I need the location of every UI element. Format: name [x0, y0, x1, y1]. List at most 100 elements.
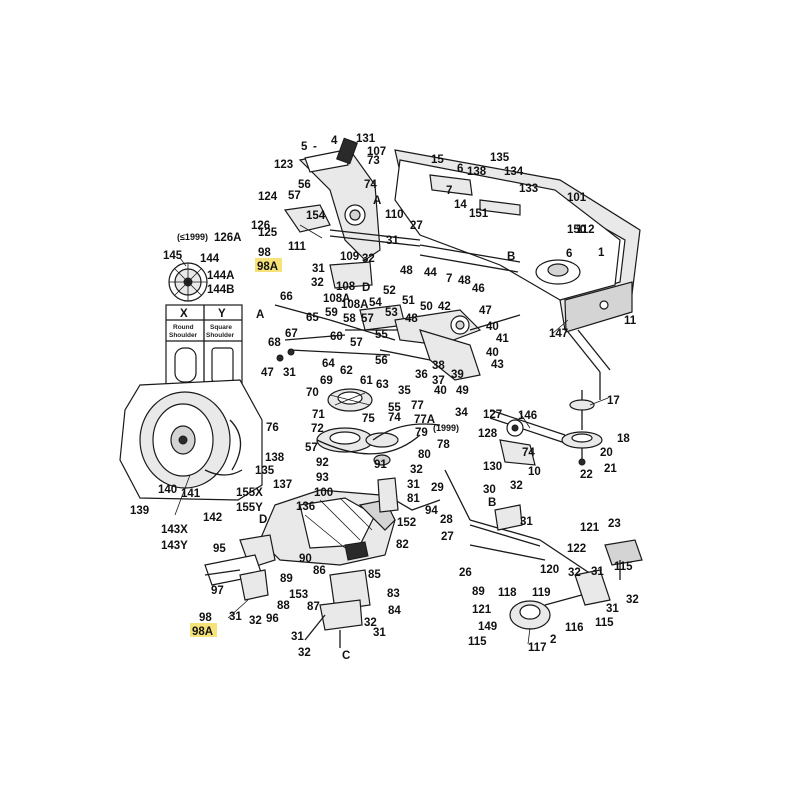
callout: 84: [388, 605, 401, 617]
callout: 37: [432, 375, 445, 387]
callout: 108A: [341, 299, 369, 311]
callout: 51: [402, 295, 415, 307]
callout: 134: [504, 166, 524, 178]
callout: 74: [364, 179, 377, 191]
callout: 76: [266, 422, 279, 434]
callout: 40: [486, 347, 499, 359]
callout: 115: [614, 561, 633, 573]
callout: 31: [520, 516, 533, 528]
callout: 46: [472, 283, 485, 295]
drive-pulleys: [316, 388, 441, 466]
brake-rod-assembly: [489, 390, 603, 466]
callout: 98: [258, 247, 271, 259]
callout: 5: [301, 141, 308, 153]
callout: 63: [376, 379, 389, 391]
callout: 20: [600, 447, 613, 459]
callout: 155Y: [236, 502, 263, 514]
leader-lines: [174, 224, 609, 645]
callout: 126: [251, 220, 270, 232]
callout: 120: [540, 564, 559, 576]
callout: 154: [306, 210, 326, 222]
callout: 131: [356, 133, 376, 145]
callout: 48: [400, 265, 413, 277]
callout: 32: [410, 464, 423, 476]
callout: 14: [454, 199, 467, 211]
callout: 56: [375, 355, 388, 367]
callout: 26: [459, 567, 472, 579]
callout: 31: [283, 367, 296, 379]
callout: -: [313, 141, 317, 153]
callout: 123: [274, 159, 293, 171]
callout: 77A: [414, 414, 435, 426]
callout: 128: [478, 428, 498, 440]
callout: 108: [336, 281, 356, 293]
callout: 47: [261, 367, 274, 379]
callout: 31: [606, 603, 619, 615]
callout: 81: [407, 493, 420, 505]
tread-y-text-2: Shoulder: [206, 332, 235, 339]
callout: 92: [316, 457, 329, 469]
callout: 32: [311, 277, 324, 289]
callout: 112: [576, 224, 595, 236]
callout: 52: [383, 285, 396, 297]
callout: 61: [360, 375, 373, 387]
callout: 133: [519, 183, 538, 195]
callout: 107: [367, 146, 386, 158]
callout: 30: [483, 484, 496, 496]
callout: 122: [567, 543, 586, 555]
callout: 70: [306, 387, 319, 399]
ref-letter: A: [256, 309, 264, 321]
callout: 135: [255, 465, 275, 477]
callout: 32: [298, 647, 311, 659]
callout: 22: [580, 469, 593, 481]
callout: 121: [580, 522, 600, 534]
callout: 66: [280, 291, 293, 303]
callout: 143X: [161, 524, 188, 536]
callout: 41: [496, 333, 509, 345]
callout: 32: [510, 480, 523, 492]
callout: 80: [418, 449, 431, 461]
callout: 119: [532, 587, 551, 599]
control-linkage: [274, 304, 521, 381]
callout: 85: [368, 569, 381, 581]
callout: 31: [291, 631, 304, 643]
ref-letter: B: [507, 251, 515, 263]
highlighted-callout: 98A: [257, 261, 278, 273]
ref-letter: B: [488, 497, 496, 509]
callout: 50: [420, 301, 433, 313]
callout: 121: [472, 604, 492, 616]
callout: 78: [437, 439, 450, 451]
callout: 139: [130, 505, 149, 517]
callout: 31: [373, 627, 386, 639]
callout: 11: [624, 315, 637, 327]
tread-y-text-1: Square: [210, 324, 232, 331]
callout: 110: [385, 209, 404, 221]
callout: 109: [340, 251, 359, 263]
shift-rod: [377, 477, 441, 513]
callout: 89: [472, 586, 485, 598]
callout: 48: [405, 313, 418, 325]
callout: 79: [415, 427, 428, 439]
callout: 31: [386, 235, 399, 247]
callout: 144: [200, 253, 220, 265]
callout: 138: [467, 166, 487, 178]
highlighted-callout: 98A: [192, 626, 213, 638]
callout: 152: [397, 517, 416, 529]
callout: 130: [483, 461, 502, 473]
callout: 49: [456, 385, 469, 397]
callout: 59: [325, 307, 338, 319]
tire-tread-box: X Y Round Shoulder Square Shoulder: [165, 304, 243, 388]
ref-letter: C: [342, 650, 350, 662]
highlight-98a-bottom: [190, 623, 217, 637]
callout: 69: [320, 375, 333, 387]
callout: 54: [369, 297, 382, 309]
callout: 118: [498, 587, 517, 599]
callout: 31: [312, 263, 325, 275]
callout: 151: [469, 208, 489, 220]
callout: 125: [258, 227, 278, 239]
callout: 57: [288, 190, 301, 202]
callout: 65: [306, 312, 319, 324]
callout: 42: [438, 301, 451, 313]
tread-x-text-2: Shoulder: [169, 332, 198, 339]
callout: 32: [364, 617, 377, 629]
